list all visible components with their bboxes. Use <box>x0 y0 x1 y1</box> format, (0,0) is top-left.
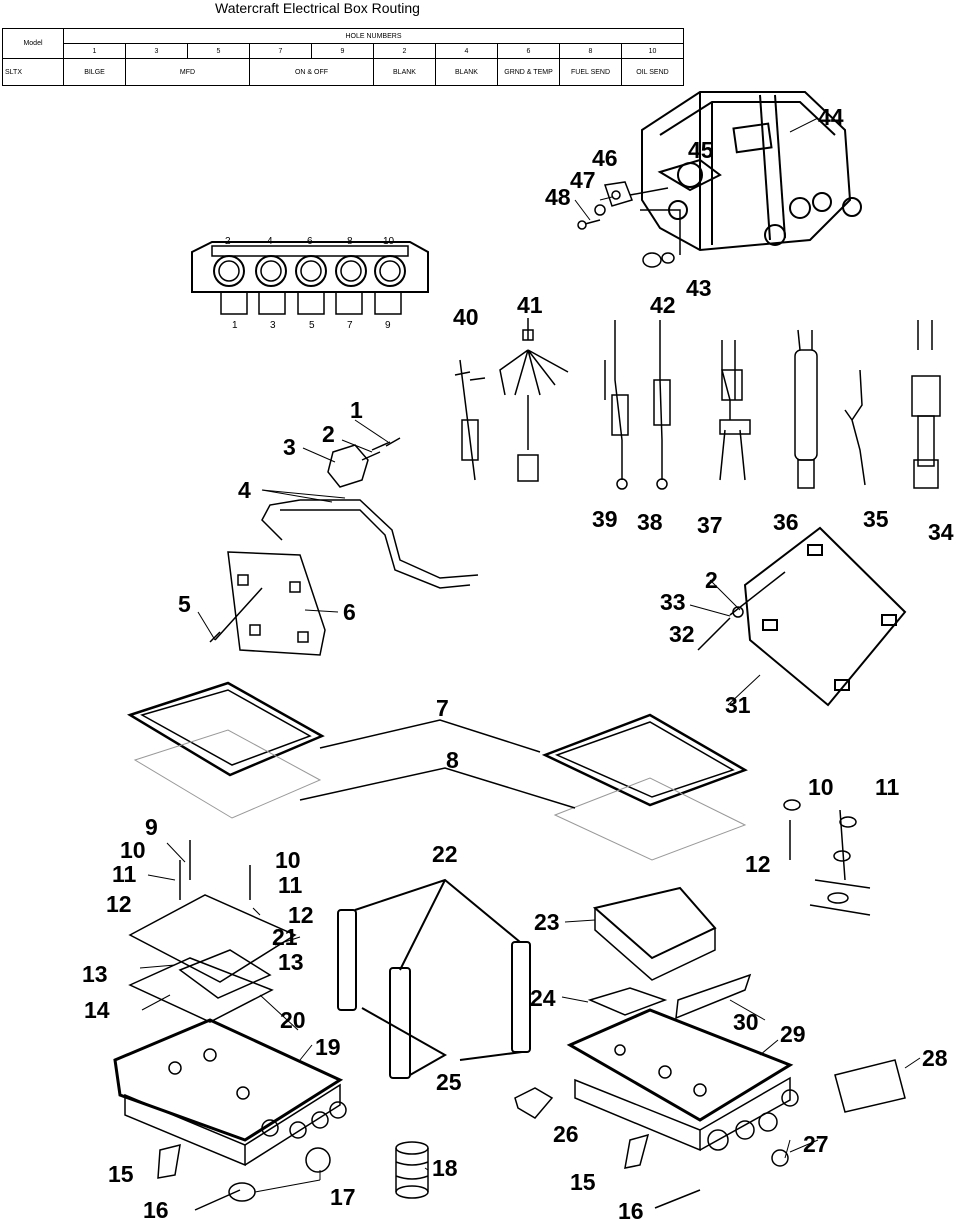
callout-label: 43 <box>686 275 712 301</box>
connector-hole-number: 2 <box>225 236 231 247</box>
callout-label: 6 <box>343 599 356 625</box>
callout-label: 17 <box>330 1184 356 1210</box>
mounting-bracket <box>209 437 479 656</box>
connector-hole-number: 7 <box>347 320 353 331</box>
callout-label: 12 <box>106 891 132 917</box>
callout-label: 1 <box>350 397 363 423</box>
hole-function: FUEL SEND <box>559 58 622 86</box>
callout-label: 8 <box>446 747 459 773</box>
connector-hole-number: 4 <box>267 236 273 247</box>
cover-plate <box>697 526 907 707</box>
callout-label: 20 <box>280 1007 306 1033</box>
hole-function: ON & OFF <box>249 58 374 86</box>
callout-label: 41 <box>517 292 543 318</box>
callout-label: 46 <box>592 145 618 171</box>
connector-hole-number: 8 <box>347 236 353 247</box>
callout-label: 15 <box>108 1161 134 1187</box>
callout-label: 45 <box>688 137 714 163</box>
connector-hole-number: 6 <box>307 236 313 247</box>
callout-label: 30 <box>733 1009 759 1035</box>
callout-label: 24 <box>530 985 556 1011</box>
connector-hole-number: 10 <box>383 236 395 247</box>
callout-label: 16 <box>618 1198 644 1220</box>
callout-label: 5 <box>178 591 191 617</box>
hole-function: BILGE <box>63 58 126 86</box>
connector-hole-number: 5 <box>309 320 315 331</box>
callout-label: 4 <box>238 477 251 503</box>
hole-function: BLANK <box>435 58 498 86</box>
connector-block <box>191 241 429 315</box>
hole-function: MFD <box>125 58 250 86</box>
callout-label: 48 <box>545 184 571 210</box>
callout-label: 19 <box>315 1034 341 1060</box>
connector-hole-number: 1 <box>232 320 238 331</box>
callout-label: 35 <box>863 506 889 532</box>
callout-label: 38 <box>637 509 663 535</box>
callout-label: 15 <box>570 1169 596 1195</box>
callout-label: 11 <box>112 861 137 887</box>
connector-hole-number: 3 <box>270 320 276 331</box>
callout-label: 13 <box>82 961 108 987</box>
callout-label: 34 <box>928 519 954 545</box>
callout-label: 39 <box>592 506 618 532</box>
callout-label: 16 <box>143 1197 169 1220</box>
page-title: Watercraft Electrical Box Routing <box>215 0 420 16</box>
hole-function: BLANK <box>373 58 436 86</box>
callout-label: 11 <box>875 774 900 800</box>
callout-label: 22 <box>432 841 458 867</box>
callout-label: 26 <box>553 1121 579 1147</box>
callout-label: 29 <box>780 1021 806 1047</box>
callout-label: 31 <box>725 692 751 718</box>
callout-label: 3 <box>283 434 296 460</box>
callout-label: 14 <box>84 997 110 1023</box>
callout-label: 9 <box>145 814 158 840</box>
callout-label: 25 <box>436 1069 462 1095</box>
callout-label: 21 <box>272 924 298 950</box>
callout-label: 10 <box>120 837 146 863</box>
callout-label: 36 <box>773 509 799 535</box>
callout-label: 47 <box>570 167 596 193</box>
callout-label: 42 <box>650 292 676 318</box>
model-header: Model <box>2 28 64 59</box>
hole-number: 10 <box>621 43 684 59</box>
callout-label: 33 <box>660 589 686 615</box>
hole-function: OIL SEND <box>621 58 684 86</box>
left-box-assembly <box>113 840 347 1211</box>
callout-label: 7 <box>436 695 449 721</box>
callout-label: 2 <box>705 567 718 593</box>
callout-label: 18 <box>432 1155 458 1181</box>
hole-numbers-table: Model HOLE NUMBERS 1 3 5 7 9 2 4 6 8 10 … <box>2 28 684 86</box>
leader-lines <box>139 117 921 1193</box>
callout-label: 23 <box>534 909 560 935</box>
callout-label: 44 <box>818 104 844 130</box>
cable-clamp-parts <box>577 181 681 268</box>
callout-label: 10 <box>808 774 834 800</box>
callout-label: 28 <box>922 1045 948 1071</box>
callout-label: 12 <box>288 902 314 928</box>
box-covers <box>127 681 748 861</box>
callout-label: 12 <box>745 851 771 877</box>
model-name: SLTX <box>2 58 64 86</box>
callout-label: 32 <box>669 621 695 647</box>
callout-label: 37 <box>697 512 723 538</box>
callout-label: 11 <box>278 872 303 898</box>
callout-label: 27 <box>803 1131 829 1157</box>
hole-function: GRND & TEMP <box>497 58 560 86</box>
connector-hole-number: 9 <box>385 320 391 331</box>
coil-cylinder <box>395 1141 429 1199</box>
right-box-assembly <box>514 799 906 1209</box>
wire-harnesses <box>454 318 941 490</box>
callout-label: 2 <box>322 421 335 447</box>
callout-label: 13 <box>278 949 304 975</box>
callout-label: 40 <box>453 304 479 330</box>
callout-label: 10 <box>275 847 301 873</box>
straps <box>337 878 531 1079</box>
